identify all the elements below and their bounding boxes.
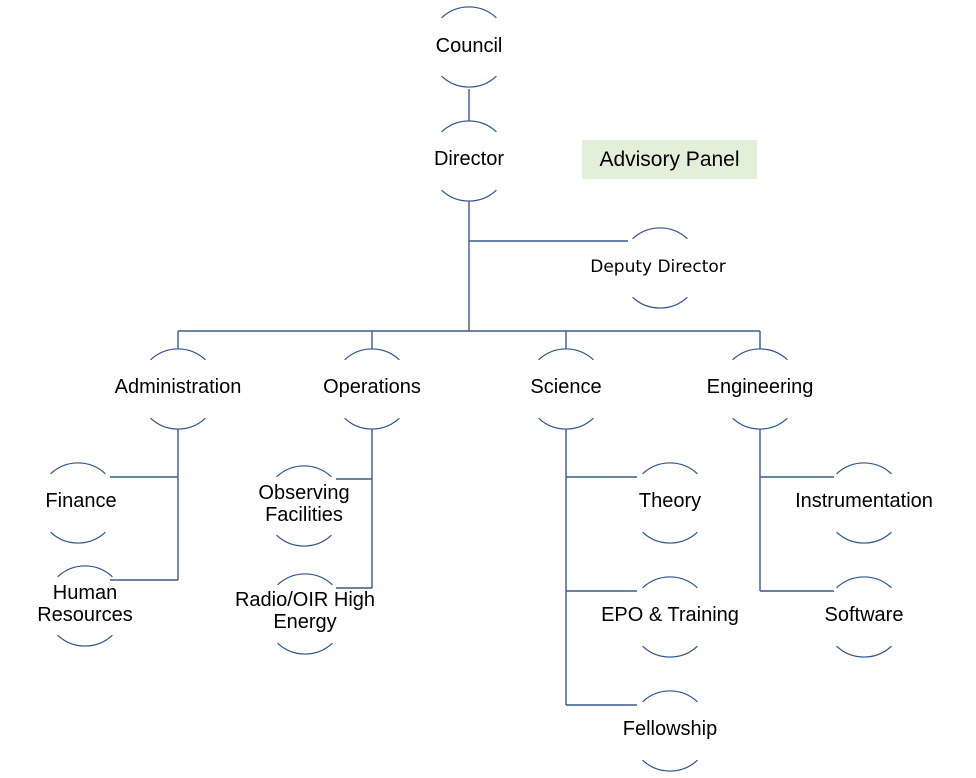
node-arc-bottom-council	[441, 75, 497, 88]
node-arc-top-administration	[150, 348, 206, 361]
node-arc-top-council	[441, 6, 497, 19]
node-radio-oir-line-2: Energy	[273, 611, 337, 633]
node-arc-top-observing-facilities	[276, 465, 332, 478]
node-software: Software	[825, 604, 904, 626]
advisory-panel-label: Advisory Panel	[599, 147, 740, 171]
node-shape-radio-oir	[277, 573, 333, 655]
node-director-label: Director	[433, 148, 505, 170]
node-theory-label: Theory	[638, 490, 702, 512]
node-observing-facilities-line-1: Observing	[258, 482, 350, 504]
node-finance: Finance	[45, 490, 116, 512]
node-arc-top-finance	[50, 462, 106, 475]
node-shape-director	[441, 120, 497, 202]
node-arc-bottom-administration	[150, 417, 206, 430]
node-human-resources-line-2: Resources	[37, 604, 133, 626]
node-engineering: Engineering	[707, 376, 814, 398]
node-shape-engineering	[732, 348, 788, 430]
node-arc-bottom-instrumentation	[836, 531, 892, 544]
node-fellowship: Fellowship	[623, 718, 717, 740]
node-observing-facilities: Observing Facilities	[258, 482, 349, 526]
node-arc-top-theory	[642, 462, 698, 475]
node-arc-bottom-human-resources	[57, 634, 113, 647]
node-shape-theory	[642, 462, 698, 544]
node-shape-operations	[344, 348, 400, 430]
node-shape-software	[836, 576, 892, 658]
node-shape-council	[441, 6, 497, 88]
node-engineering-label: Engineering	[706, 376, 814, 398]
node-fellowship-label: Fellowship	[622, 718, 718, 740]
node-administration: Administration	[115, 376, 242, 398]
node-theory: Theory	[639, 490, 701, 512]
node-radio-oir-line-1: Radio/OIR High	[234, 589, 376, 611]
node-arc-top-deputy-director	[632, 227, 688, 240]
node-shape-finance	[50, 462, 106, 544]
node-administration-label: Administration	[114, 376, 242, 398]
node-shape-epo-training	[642, 576, 698, 658]
node-arc-bottom-radio-oir	[277, 642, 333, 655]
node-arc-bottom-deputy-director	[632, 296, 688, 309]
node-arc-top-instrumentation	[836, 462, 892, 475]
node-arc-top-director	[441, 120, 497, 133]
node-observing-facilities-line-2: Facilities	[265, 504, 343, 526]
node-arc-bottom-observing-facilities	[276, 534, 332, 547]
node-arc-bottom-finance	[50, 531, 106, 544]
node-shape-human-resources	[57, 565, 113, 647]
node-arc-bottom-software	[836, 645, 892, 658]
node-instrumentation-label: Instrumentation	[795, 490, 933, 512]
node-epo-training: EPO & Training	[601, 604, 739, 626]
node-epo-training-label: EPO & Training	[601, 604, 739, 626]
node-arc-bottom-director	[441, 189, 497, 202]
node-arc-top-human-resources	[57, 565, 113, 578]
node-arc-top-radio-oir	[277, 573, 333, 586]
node-arc-top-software	[836, 576, 892, 589]
node-shape-deputy-director	[632, 227, 688, 309]
connectors	[110, 89, 834, 706]
node-shape-administration	[150, 348, 206, 430]
node-deputy-director-label: Deputy Director	[590, 257, 726, 277]
node-radio-oir: Radio/OIR High Energy	[235, 589, 375, 633]
node-arc-top-epo-training	[642, 576, 698, 589]
node-arc-bottom-epo-training	[642, 645, 698, 658]
node-council: Council	[436, 35, 503, 57]
node-deputy-director: Deputy Director	[590, 256, 726, 278]
node-arc-top-fellowship	[642, 690, 698, 703]
node-arc-bottom-engineering	[732, 417, 788, 430]
node-science-label: Science	[530, 376, 602, 398]
node-shape-fellowship	[642, 690, 698, 772]
node-arc-top-engineering	[732, 348, 788, 361]
node-arc-top-operations	[344, 348, 400, 361]
node-operations: Operations	[323, 376, 421, 398]
node-arc-top-science	[538, 348, 594, 361]
node-arc-bottom-fellowship	[642, 759, 698, 772]
node-council-label: Council	[435, 35, 503, 57]
node-arc-bottom-theory	[642, 531, 698, 544]
node-operations-label: Operations	[323, 376, 421, 398]
node-science: Science	[530, 376, 601, 398]
node-arc-bottom-science	[538, 417, 594, 430]
node-instrumentation: Instrumentation	[795, 490, 933, 512]
node-finance-label: Finance	[45, 490, 117, 512]
node-director: Director	[434, 148, 504, 170]
advisory-panel-box: Advisory Panel	[582, 140, 757, 179]
node-human-resources: Human Resources	[37, 582, 133, 626]
node-human-resources-line-1: Human	[52, 582, 118, 604]
node-shape-science	[538, 348, 594, 430]
node-arc-bottom-operations	[344, 417, 400, 430]
node-shapes	[50, 6, 892, 772]
node-shape-observing-facilities	[276, 465, 332, 547]
node-shape-instrumentation	[836, 462, 892, 544]
node-software-label: Software	[824, 604, 904, 626]
